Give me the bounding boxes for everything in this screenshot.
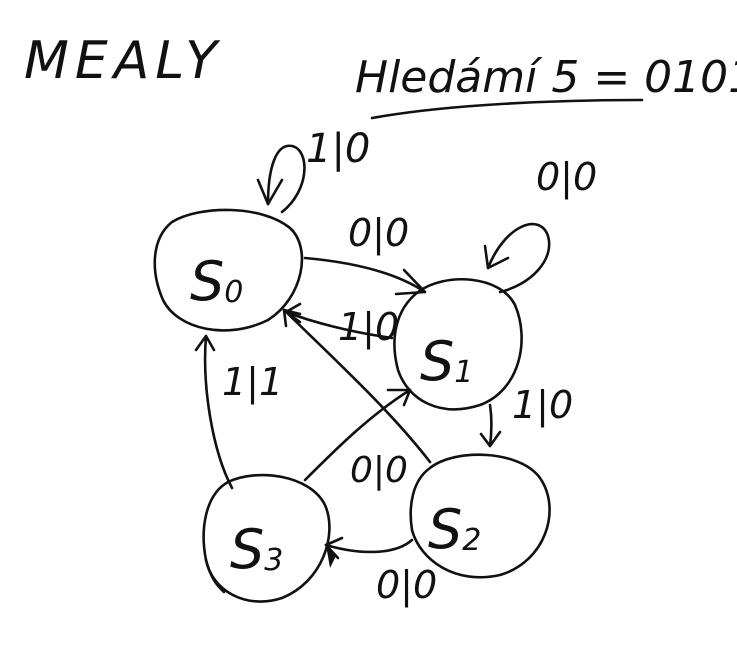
transition-s2-s3: 0|0 bbox=[324, 536, 437, 608]
state-s1: S1 bbox=[393, 277, 523, 411]
transition-s1-s2-label: 1|0 bbox=[512, 383, 573, 428]
transition-s0-s0-label: 1|0 bbox=[306, 126, 370, 172]
svg-text:S1: S1 bbox=[420, 330, 473, 393]
state-s3-circle bbox=[202, 473, 331, 603]
transition-s1-s1-label: 0|0 bbox=[536, 155, 597, 200]
transition-s0-s0: 1|0 bbox=[256, 126, 370, 214]
state-s0-name: S bbox=[190, 250, 224, 313]
heading-underline bbox=[370, 98, 644, 120]
state-s2: S2 bbox=[409, 453, 551, 579]
transition-s2-s3-label: 0|0 bbox=[376, 563, 437, 608]
state-s3: S3 bbox=[202, 473, 331, 603]
transition-s3-s1 bbox=[303, 388, 412, 482]
svg-text:S0: S0 bbox=[190, 250, 243, 313]
transition-s3-self-hook bbox=[204, 558, 226, 594]
transition-s2-s0-label: 0|0 bbox=[350, 450, 408, 491]
state-s0: S0 bbox=[153, 208, 304, 332]
transition-s1-s1: 0|0 bbox=[483, 155, 597, 294]
transition-s3-s0-label: 1|1 bbox=[222, 360, 283, 405]
state-s0-sub: 0 bbox=[224, 275, 243, 310]
svg-text:S3: S3 bbox=[230, 518, 283, 581]
heading-text: Hledámí 5 = 0101 bbox=[355, 52, 737, 103]
diagram-title: MEALY bbox=[24, 31, 223, 91]
state-s0-circle bbox=[153, 208, 304, 332]
state-s2-circle bbox=[409, 453, 551, 579]
svg-text:S2: S2 bbox=[428, 498, 481, 561]
state-s3-name: S bbox=[230, 518, 264, 581]
transition-s2-s0: 0|0 bbox=[282, 308, 432, 491]
transition-s0-s1-label: 0|0 bbox=[348, 211, 409, 256]
transition-s0-s1: 0|0 bbox=[303, 211, 427, 296]
transition-s1-s2: 1|0 bbox=[479, 383, 573, 448]
state-s2-sub: 2 bbox=[462, 523, 481, 558]
state-s3-sub: 3 bbox=[264, 543, 283, 578]
state-s1-circle bbox=[393, 277, 523, 411]
state-s2-name: S bbox=[428, 498, 462, 561]
transition-s1-s0-label: 1|0 bbox=[338, 305, 399, 350]
state-s1-sub: 1 bbox=[454, 355, 473, 390]
transition-s3-s0: 1|1 bbox=[194, 334, 283, 490]
state-s1-name: S bbox=[420, 330, 454, 393]
